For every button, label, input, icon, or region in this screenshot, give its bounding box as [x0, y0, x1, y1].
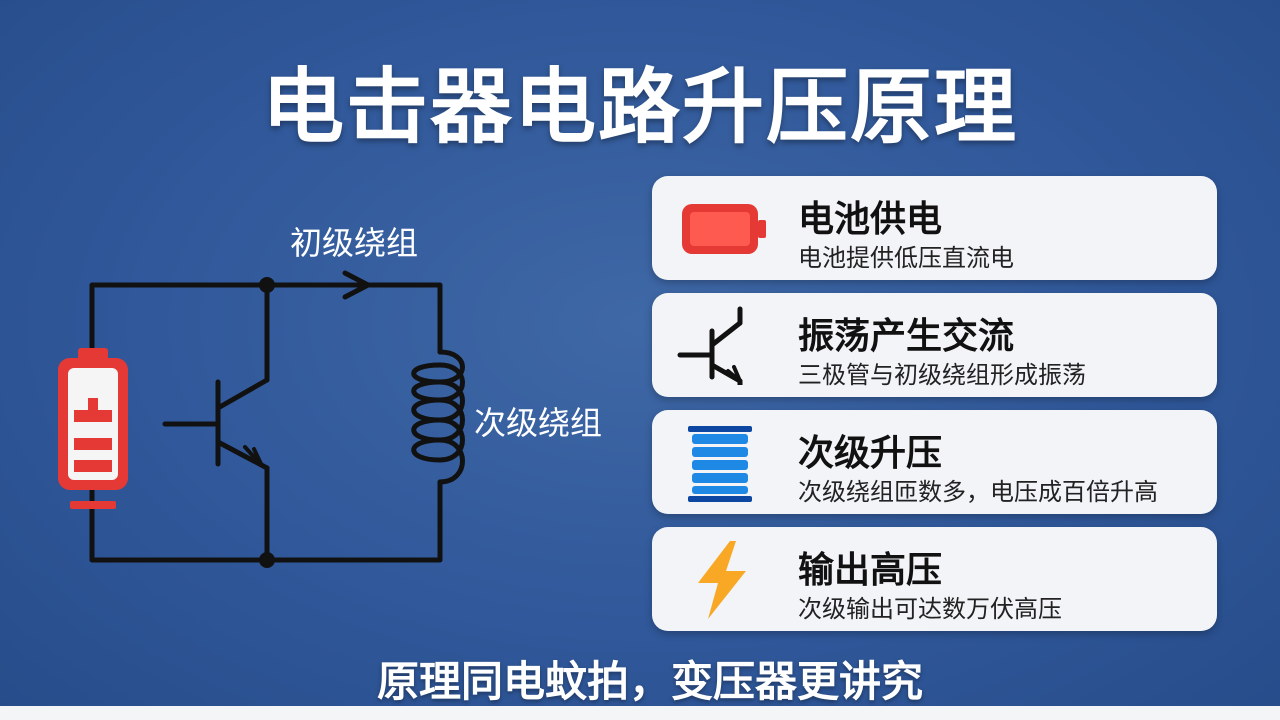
- step-card-output: 输出高压 次级输出可达数万伏高压: [652, 527, 1217, 631]
- step-description: 次级绕组匝数多，电压成百倍升高: [798, 478, 1158, 506]
- step-title: 次级升压: [798, 433, 943, 474]
- caption-subtitle: 原理同电蚊拍，变压器更讲究: [376, 657, 923, 706]
- junction-dot-top: [259, 277, 275, 293]
- step-title: 电池供电: [798, 199, 943, 240]
- step-description: 次级输出可达数万伏高压: [798, 595, 1062, 623]
- step-title: 振荡产生交流: [798, 316, 1015, 357]
- coil-icon: [688, 426, 752, 502]
- step-card-oscillation: 振荡产生交流 三极管与初级绕组形成振荡: [652, 293, 1217, 397]
- page-title: 电击器电路升压原理: [261, 60, 1018, 155]
- battery-icon: [682, 204, 766, 254]
- current-arrow-icon: [342, 270, 371, 300]
- primary-winding-label: 初级绕组: [290, 224, 418, 262]
- lightning-icon: [698, 541, 746, 619]
- step-title: 输出高压: [798, 550, 943, 591]
- step-card-battery: 电池供电 电池提供低压直流电: [652, 176, 1217, 280]
- step-card-step-up: 次级升压 次级绕组匝数多，电压成百倍升高: [652, 410, 1217, 514]
- bottom-bar: [0, 706, 1280, 720]
- secondary-coil-icon: [411, 349, 465, 485]
- transistor-icon: [677, 306, 743, 385]
- circuit-wires: [89, 282, 443, 563]
- transistor-icon: [162, 377, 270, 471]
- battery-icon: [58, 348, 128, 509]
- junction-dot-bottom: [259, 552, 275, 568]
- step-description: 三极管与初级绕组形成振荡: [798, 361, 1086, 389]
- step-description: 电池提供低压直流电: [798, 244, 1014, 272]
- secondary-winding-label: 次级绕组: [474, 404, 602, 442]
